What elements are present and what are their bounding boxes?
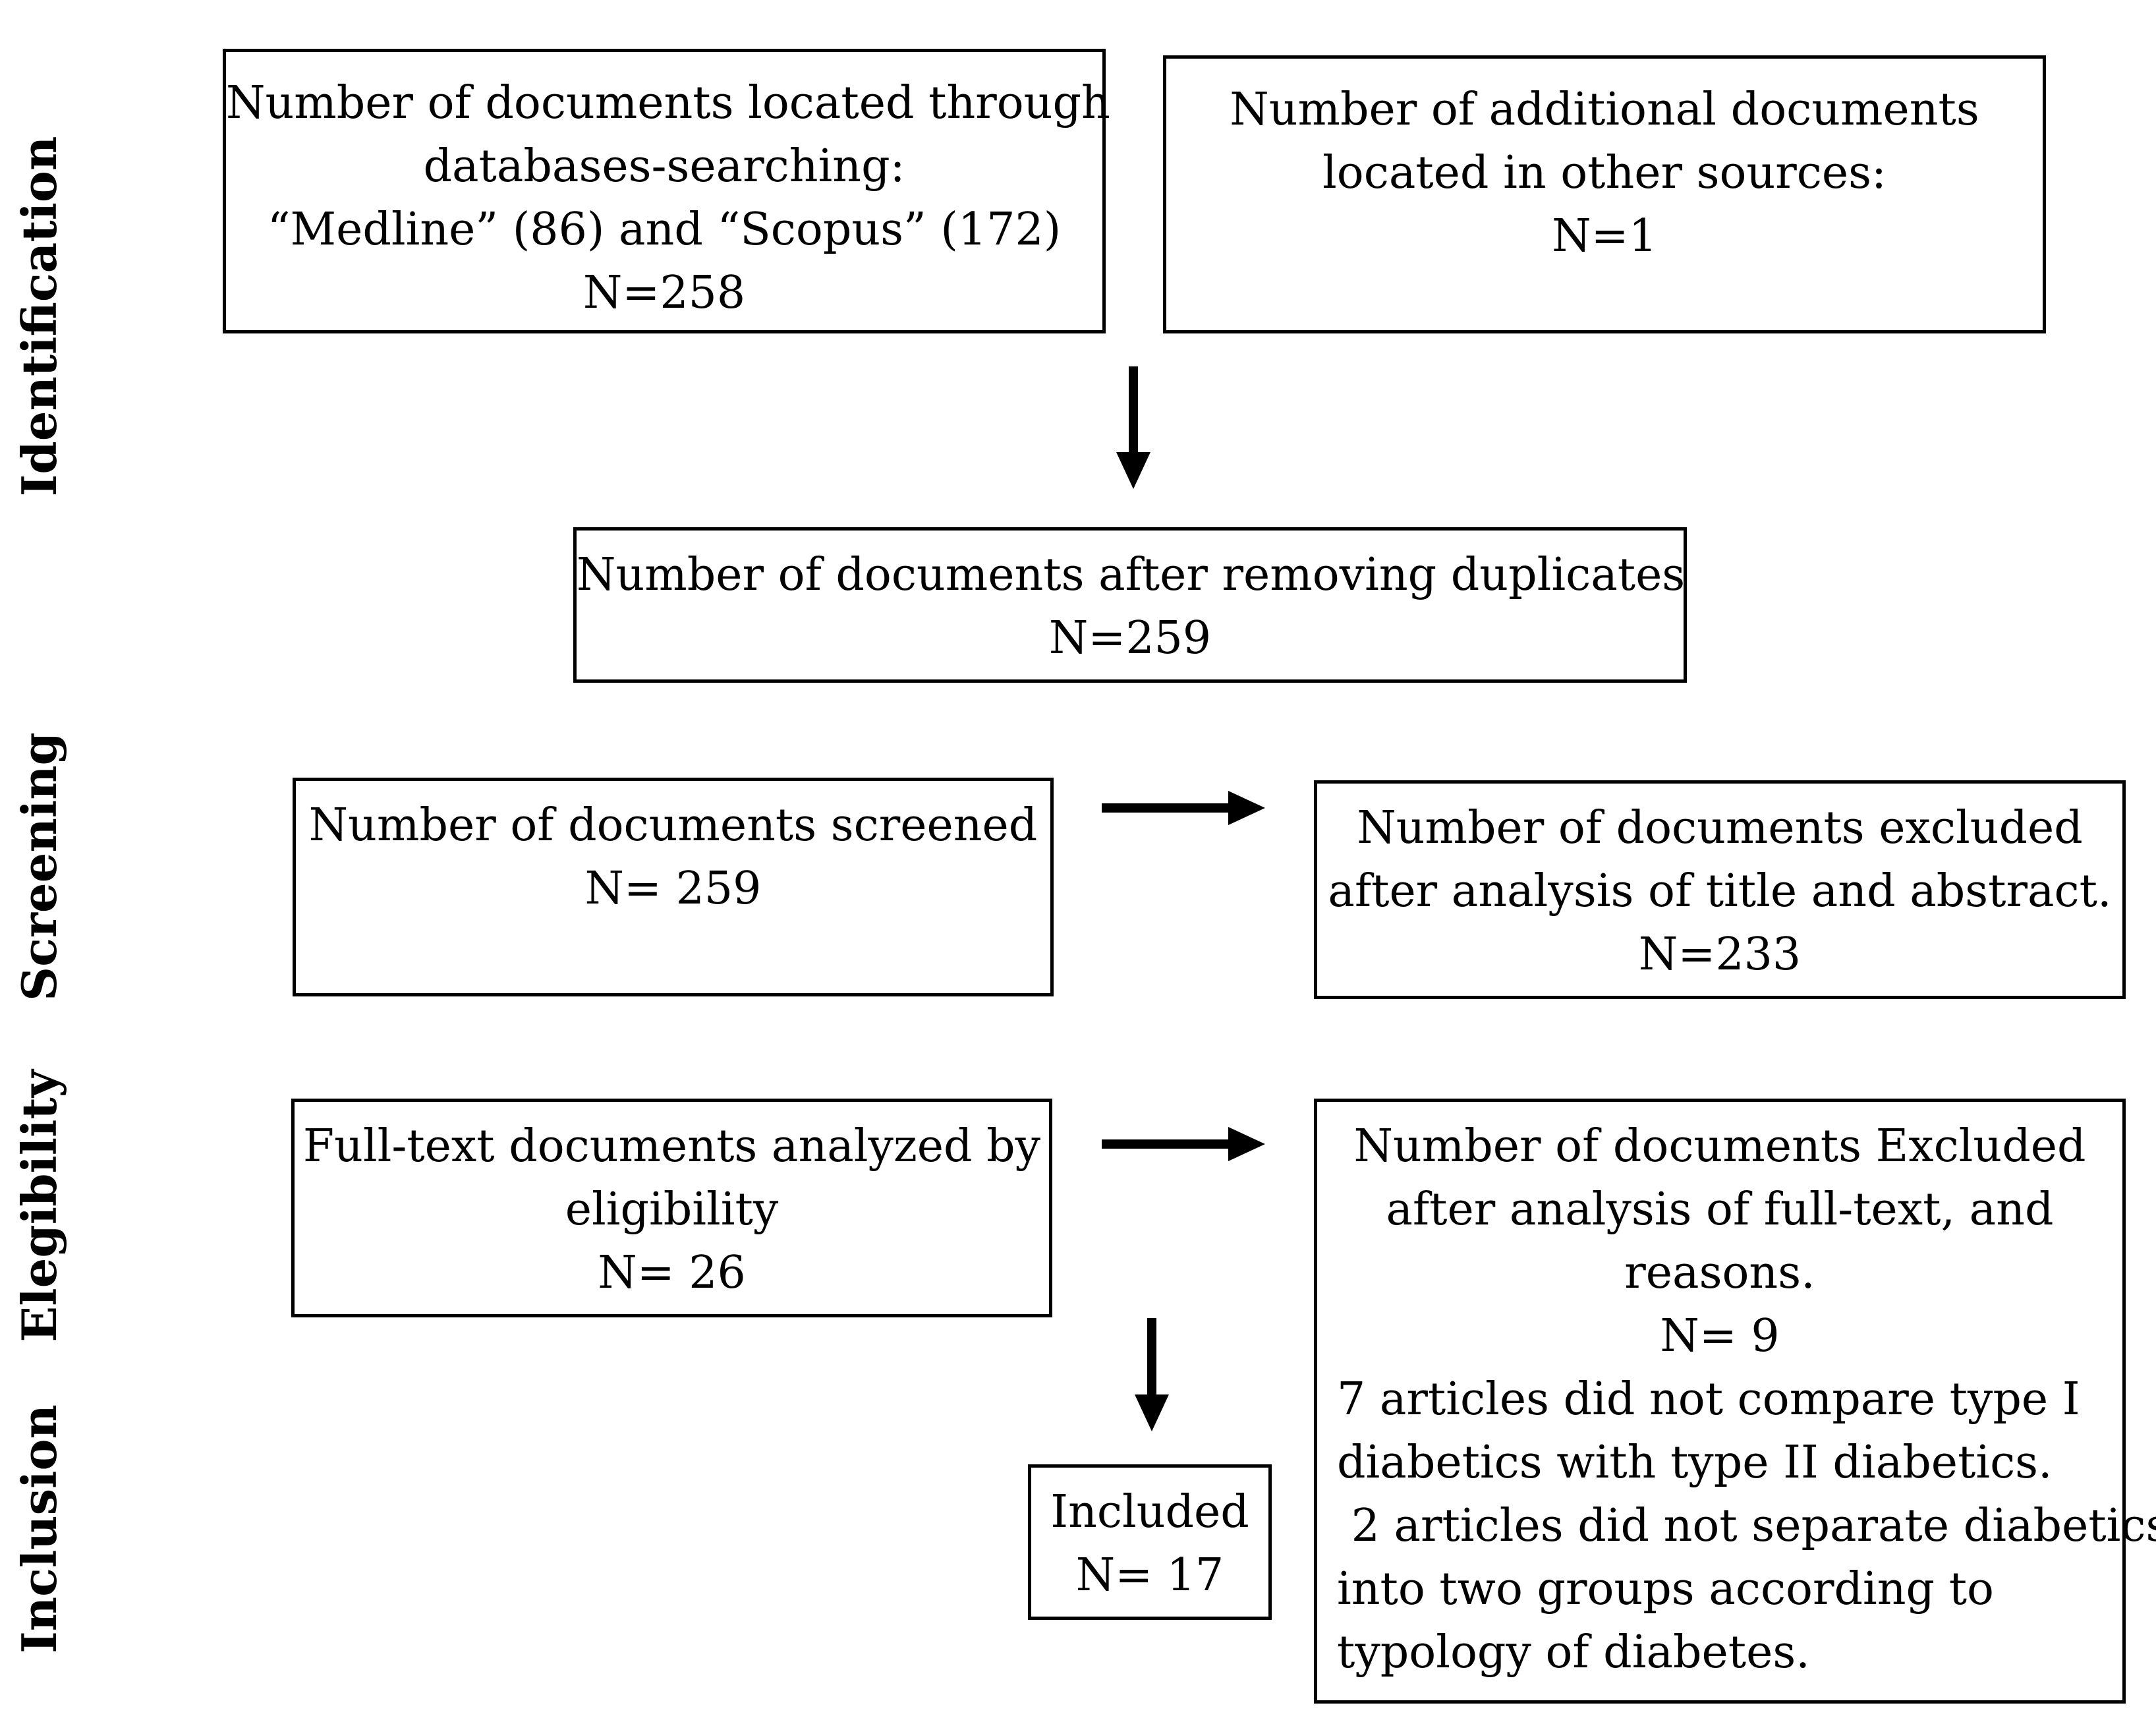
included-line-2: N= 17 — [1075, 1549, 1224, 1601]
arrow-down-to-included — [1135, 1318, 1169, 1431]
fulltext-line-2: eligibility — [565, 1184, 779, 1236]
after-duplicates-line-2: N=259 — [1048, 612, 1212, 664]
excluded-fulltext-line-4: N= 9 — [1660, 1310, 1780, 1362]
databases-line-2: databases-searching: — [423, 140, 905, 192]
databases-search-box: Number of documents located through data… — [223, 49, 1110, 333]
included-box: Included N= 17 — [1028, 1464, 1272, 1620]
additional-sources-box: Number of additional documents located i… — [1163, 55, 2046, 333]
arrow-right-to-excluded-title — [1102, 791, 1265, 825]
excluded-fulltext-line-1: Number of documents Excluded — [1353, 1120, 2086, 1172]
databases-line-3: “Medline” (86) and “Scopus” (172) — [267, 204, 1062, 256]
reason-line-4: into two groups according to — [1337, 1563, 1994, 1615]
excluded-title-line-3: N=233 — [1638, 929, 1801, 981]
excluded-fulltext-line-3: reasons. — [1624, 1247, 1815, 1299]
included-line-1: Included — [1050, 1486, 1249, 1538]
fulltext-line-1: Full-text documents analyzed by — [302, 1120, 1041, 1172]
databases-line-1: Number of documents located through — [226, 77, 1110, 129]
exclusion-reasons: 7 articles did not compare type I diabet… — [1317, 1368, 2156, 1684]
fulltext-analyzed-box: Full-text documents analyzed by eligibil… — [291, 1099, 1052, 1317]
reason-line-5: typology of diabetes. — [1337, 1626, 1810, 1679]
arrow-down-to-duplicates — [1116, 366, 1150, 489]
reason-line-3: 2 articles did not separate diabetics — [1337, 1500, 2156, 1552]
reason-line-1: 7 articles did not compare type I — [1337, 1373, 2080, 1425]
additional-line-2: located in other sources: — [1322, 147, 1886, 199]
additional-line-1: Number of additional documents — [1230, 84, 1979, 136]
screened-line-1: Number of documents screened — [308, 799, 1038, 851]
after-duplicates-line-1: Number of documents after removing dupli… — [577, 549, 1686, 601]
excluded-title-line-2: after analysis of title and abstract. — [1328, 865, 2112, 917]
screened-box: Number of documents screened N= 259 — [293, 778, 1054, 996]
arrow-right-to-excluded-fulltext — [1102, 1127, 1265, 1161]
excluded-title-line-1: Number of documents excluded — [1357, 802, 2083, 854]
reason-line-2: diabetics with type II diabetics. — [1337, 1437, 2053, 1489]
excluded-fulltext-line-2: after analysis of full-text, and — [1386, 1184, 2054, 1236]
screened-line-2: N= 259 — [584, 863, 762, 915]
excluded-fulltext-box: Number of documents Excluded after analy… — [1314, 1099, 2156, 1704]
after-duplicates-box: Number of documents after removing dupli… — [573, 527, 1687, 683]
additional-line-3: N=1 — [1552, 210, 1657, 262]
excluded-title-abstract-box: Number of documents excluded after analy… — [1314, 780, 2126, 999]
fulltext-line-3: N= 26 — [598, 1247, 746, 1299]
databases-line-4: N=258 — [582, 267, 746, 319]
